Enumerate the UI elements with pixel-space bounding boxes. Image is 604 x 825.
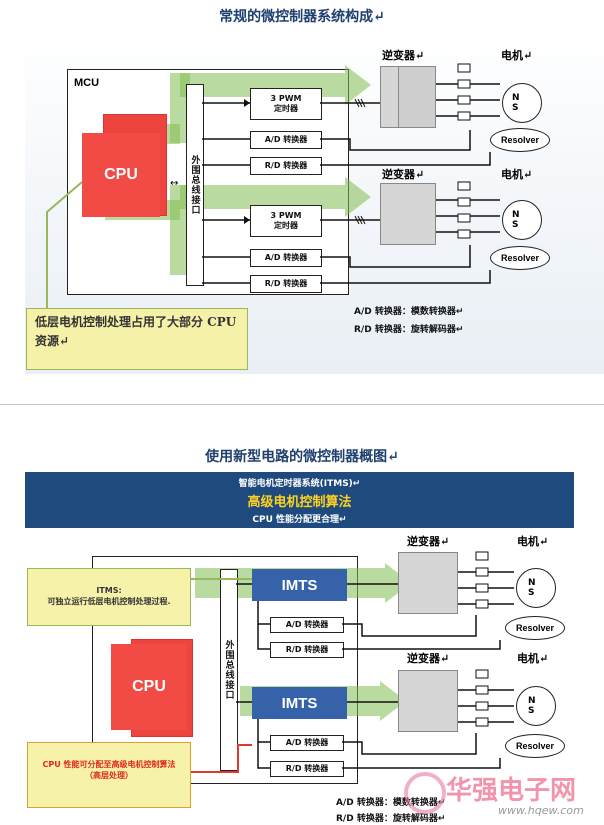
rd-converter-1: R/D 转换器 bbox=[250, 157, 322, 175]
section-divider bbox=[0, 404, 604, 405]
motor-label-1: 电机↵ bbox=[501, 49, 533, 62]
mcu-label: MCU bbox=[74, 77, 100, 89]
note-itms-line1: ITMS: bbox=[96, 586, 122, 595]
motor-label-b1: 电机↵ bbox=[517, 535, 549, 548]
motor-icon-1 bbox=[502, 83, 542, 123]
inverter-label-1: 逆变器↵ bbox=[382, 49, 425, 62]
ad-converter-b1: A/D 转换器 bbox=[270, 617, 344, 633]
inverter-1b bbox=[398, 66, 436, 128]
resolver-b1: Resolver bbox=[505, 616, 565, 640]
cpu-bus-arrow: ↔ bbox=[170, 178, 179, 189]
pwm-line2: 定时器 bbox=[274, 104, 298, 113]
green-arrow-2 bbox=[345, 177, 371, 217]
bus-label: 外围总线接口 bbox=[189, 155, 200, 215]
note-cpu-line2: （高层处理） bbox=[85, 771, 133, 780]
pwm-line1: 3 PWM bbox=[270, 94, 302, 103]
legend-rd-top: R/D 转换器：旋转解码器↵ bbox=[354, 325, 464, 335]
top-wiring bbox=[202, 63, 500, 284]
inverter-label-b1: 逆变器↵ bbox=[407, 535, 450, 548]
cpu-block: CPU bbox=[82, 133, 160, 217]
ad-converter-b2: A/D 转换器 bbox=[270, 735, 344, 751]
rd-converter-b2: R/D 转换器 bbox=[270, 761, 344, 777]
note-cpu-load: 低层电机控制处理占用了大部分 CPU 资源↵ bbox=[26, 308, 248, 370]
green-band-v2 bbox=[170, 185, 190, 275]
inverter-2 bbox=[380, 183, 436, 245]
motor-icon-2 bbox=[502, 200, 542, 240]
resolver-b2: Resolver bbox=[505, 734, 565, 758]
motor-label-b2: 电机↵ bbox=[517, 652, 549, 665]
banner-line2: 高级电机控制算法 bbox=[247, 495, 352, 510]
watermark-logo bbox=[404, 772, 446, 814]
rd-converter-b1: R/D 转换器 bbox=[270, 642, 344, 658]
peripheral-bus: 外围总线接口 bbox=[186, 84, 204, 286]
itms-banner: 智能电机定时器系统(ITMS)↵ 高级电机控制算法 CPU 性能分配更合理↵ bbox=[25, 472, 574, 528]
inverter-b1 bbox=[398, 552, 458, 614]
legend-ad-bottom: A/D 转换器：模数转换器↵ bbox=[336, 798, 446, 808]
watermark-url: www.hqew.com bbox=[498, 804, 584, 817]
bottom-title: 使用新型电路的微控制器概图↵ bbox=[205, 449, 399, 465]
note-pointer-top bbox=[46, 181, 83, 308]
note-cpu-line1: CPU 性能可分配至高级电机控制算法 bbox=[42, 760, 176, 769]
watermark-brand: 华强电子网 bbox=[446, 776, 577, 806]
banner-line3: CPU 性能分配更合理↵ bbox=[252, 515, 347, 525]
resolver-2: Resolver bbox=[490, 246, 550, 270]
legend-rd-bottom: R/D 转换器：旋转解码器↵ bbox=[336, 814, 446, 824]
peripheral-bus-2: 外围总线接口 bbox=[220, 569, 238, 771]
inverter-label-2: 逆变器↵ bbox=[382, 168, 425, 181]
motor-icon-b2 bbox=[516, 686, 556, 726]
note-text: 低层电机控制处理占用了大部分 CPU 资源↵ bbox=[35, 315, 237, 348]
top-title: 常规的微控制器系统构成↵ bbox=[219, 9, 385, 25]
banner-line1: 智能电机定时器系统(ITMS)↵ bbox=[238, 479, 361, 489]
note-itms-line2: 可独立运行低层电机控制处理过程. bbox=[47, 597, 171, 606]
green-band-v1 bbox=[170, 73, 190, 143]
itms-block-2: IMTS bbox=[252, 687, 347, 719]
pwm-line2: 定时器 bbox=[274, 221, 298, 230]
green-arrow-1 bbox=[345, 65, 371, 105]
note-cpu-alloc: CPU 性能可分配至高级电机控制算法 （高层处理） bbox=[27, 742, 191, 808]
ad-converter-2: A/D 转换器 bbox=[250, 249, 322, 267]
pwm-line1: 3 PWM bbox=[270, 211, 302, 220]
inverter-label-b2: 逆变器↵ bbox=[407, 652, 450, 665]
resolver-1: Resolver bbox=[490, 128, 550, 152]
itms-block-1: IMTS bbox=[252, 569, 347, 601]
rd-converter-2: R/D 转换器 bbox=[250, 275, 322, 293]
inverter-b2 bbox=[398, 670, 458, 732]
motor-label-2: 电机↵ bbox=[501, 168, 533, 181]
motor-icon-b1 bbox=[516, 568, 556, 608]
ad-converter-1: A/D 转换器 bbox=[250, 131, 322, 149]
note-itms: ITMS: 可独立运行低层电机控制处理过程. bbox=[27, 568, 191, 626]
cpu-block-2: CPU bbox=[111, 644, 187, 730]
legend-ad-top: A/D 转换器：模数转换器↵ bbox=[354, 307, 464, 317]
bus-label-2: 外围总线接口 bbox=[223, 640, 234, 700]
